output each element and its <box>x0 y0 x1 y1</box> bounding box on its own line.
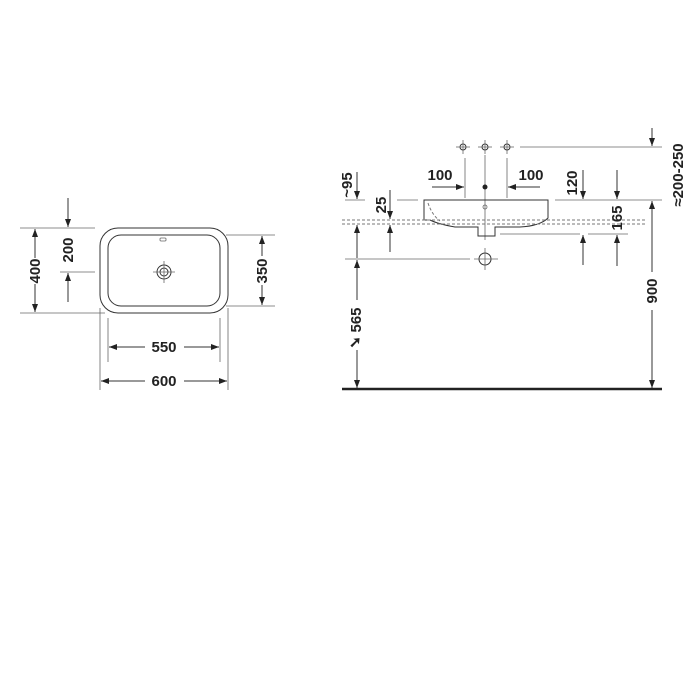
basin-outer-outline <box>99 227 229 314</box>
dim-tap-spacing-right: 100 <box>518 167 543 184</box>
dim-width-inner: 550 <box>151 339 176 356</box>
dim-counter-thickness: 25 <box>373 197 390 214</box>
dim-tap-spacing-left: 100 <box>427 167 452 184</box>
tap-holes-icon <box>456 140 514 154</box>
dim-rim-above-counter: ~95 <box>339 172 356 197</box>
basin-side-profile <box>423 199 549 237</box>
drain-icon <box>153 261 175 283</box>
dim-depth-inner: 350 <box>254 258 271 283</box>
dim-drain-depth: 165 <box>609 205 626 230</box>
dim-trap-height: 565 <box>348 307 365 332</box>
top-view: 400 200 350 550 600 <box>20 198 275 390</box>
dim-rim-height: 900 <box>644 278 661 303</box>
overflow-icon <box>159 237 167 242</box>
dim-drain-offset: 200 <box>60 237 77 262</box>
basin-inner-outline <box>107 234 221 307</box>
trap-arrow-icon: ➚ <box>349 334 362 351</box>
dim-tap-height: ≈200-250 <box>670 143 687 206</box>
side-view: ≈200-250 100 100 ~95 25 <box>339 128 687 391</box>
dim-basin-height: 120 <box>564 170 581 195</box>
dim-depth-outer: 400 <box>27 258 44 283</box>
dim-width-outer: 600 <box>151 373 176 390</box>
